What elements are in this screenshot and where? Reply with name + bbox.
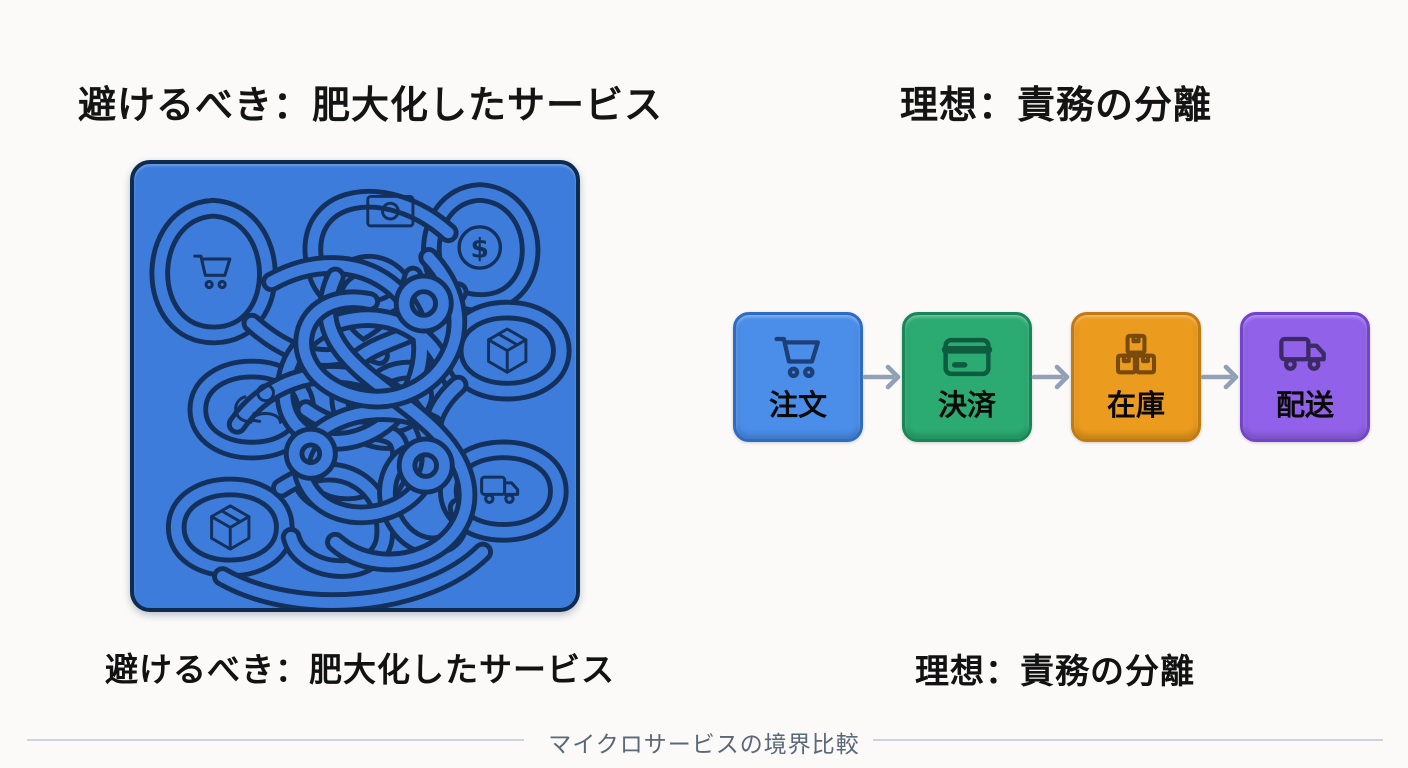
service-label: 在庫 bbox=[1106, 390, 1165, 422]
cart-icon bbox=[774, 336, 820, 379]
flow-arrow-icon bbox=[1031, 364, 1070, 390]
service-box-order: 注文 bbox=[733, 312, 863, 442]
boxes-icon bbox=[1115, 333, 1157, 375]
cart-icon bbox=[193, 254, 232, 290]
package-icon bbox=[487, 327, 528, 374]
banknote-icon bbox=[366, 194, 415, 228]
service-box-inventory: 在庫 bbox=[1071, 312, 1201, 442]
footer-title: マイクロサービスの境界比較 bbox=[548, 731, 860, 757]
service-label: 配送 bbox=[1275, 390, 1334, 422]
dollar-coin-icon: $ bbox=[457, 225, 503, 270]
flow-arrow-icon bbox=[1200, 364, 1239, 390]
monolith-box: $ bbox=[130, 160, 580, 612]
service-box-payment: 決済 bbox=[902, 312, 1032, 442]
caption-avoid: 避けるべき：肥大化したサービス bbox=[105, 651, 615, 688]
service-box-shipping: 配送 bbox=[1240, 312, 1370, 442]
heading-ideal: 理想：責務の分離 bbox=[900, 85, 1213, 127]
delivery-truck-icon bbox=[480, 475, 520, 504]
truck-icon bbox=[1279, 336, 1326, 371]
heading-avoid: 避けるべき：肥大化したサービス bbox=[78, 85, 664, 127]
tangle-svg: $ bbox=[149, 182, 572, 608]
service-label: 注文 bbox=[768, 390, 827, 422]
service-label: 決済 bbox=[937, 390, 996, 422]
footer-divider bbox=[873, 739, 1383, 741]
credit-card-icon bbox=[941, 337, 993, 377]
flow-arrow-icon bbox=[862, 364, 901, 390]
footer-divider bbox=[27, 739, 524, 741]
svg-text:$: $ bbox=[471, 233, 489, 264]
caption-ideal: 理想：責務の分離 bbox=[915, 653, 1195, 691]
user-refresh-icon bbox=[234, 383, 282, 424]
package-icon bbox=[210, 504, 251, 551]
